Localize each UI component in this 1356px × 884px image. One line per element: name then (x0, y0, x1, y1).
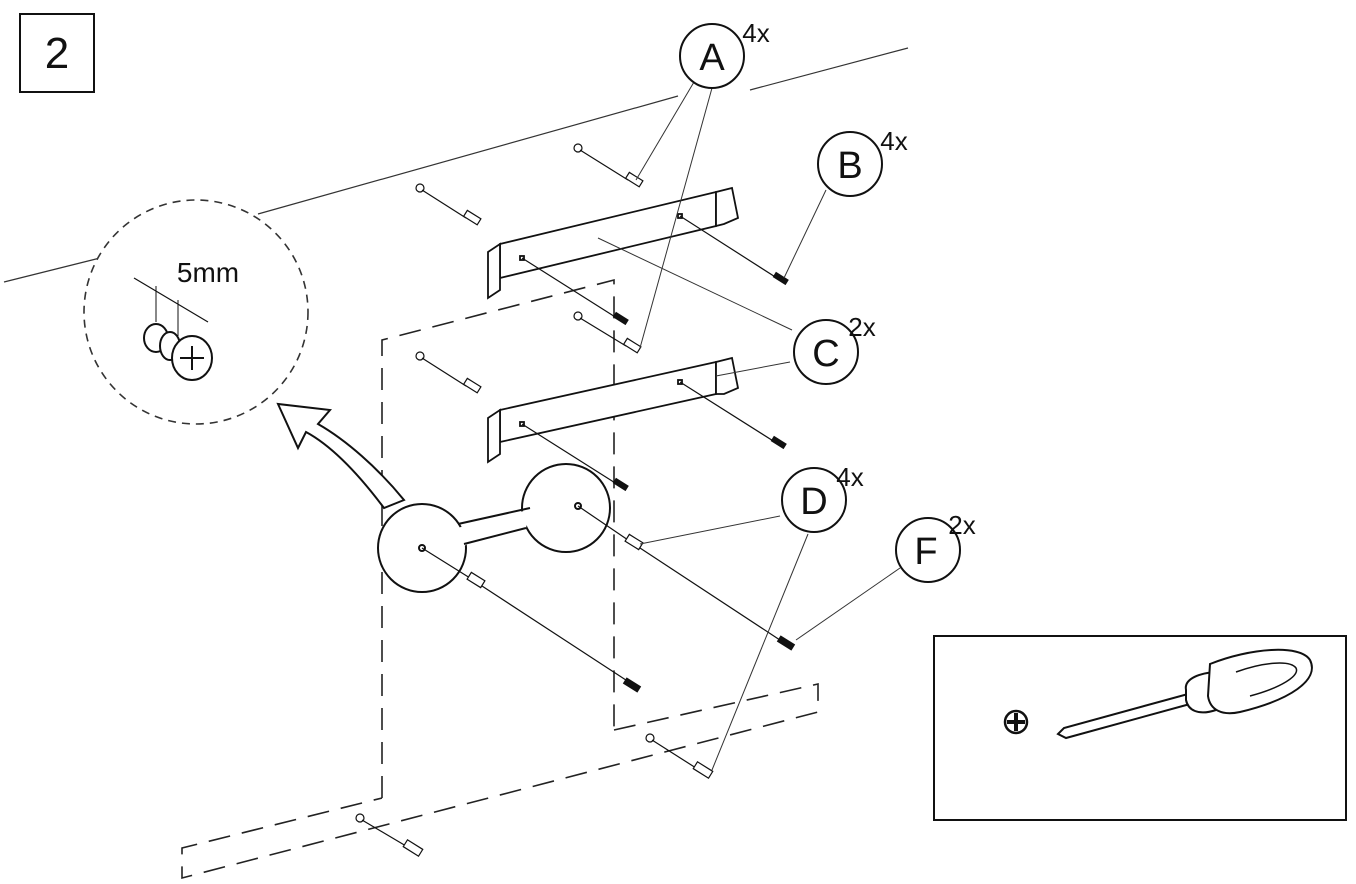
part-callout-a: A 4x (679, 18, 770, 89)
measurement-label: 5mm (177, 257, 239, 288)
screw-detail-callout: 5mm (83, 199, 309, 425)
bracket-lower (487, 356, 740, 464)
part-callout-b: B 4x (817, 126, 908, 197)
step-number: 2 (45, 29, 69, 78)
svg-text:C: C (812, 333, 839, 375)
leader-lines (597, 81, 901, 771)
svg-text:4x: 4x (880, 126, 907, 156)
part-callout-c: C 2x (793, 312, 876, 385)
part-callout-d: D 4x (781, 462, 864, 533)
phillips-symbol-icon (1003, 709, 1029, 735)
zoom-arrow-icon (276, 402, 611, 593)
svg-text:4x: 4x (742, 18, 769, 48)
svg-text:F: F (914, 531, 937, 573)
wall-line (3, 47, 909, 283)
svg-text:B: B (837, 145, 862, 187)
tool-box (933, 635, 1347, 821)
cabinet-outline (181, 278, 819, 880)
phillips-screwdriver-icon (1056, 648, 1313, 740)
bracket-upper (487, 186, 740, 300)
svg-text:2x: 2x (948, 510, 975, 540)
svg-text:D: D (800, 481, 827, 523)
svg-text:4x: 4x (836, 462, 863, 492)
screw-gap-icon (143, 323, 213, 381)
hardware (355, 143, 796, 857)
svg-text:2x: 2x (848, 312, 875, 342)
step-box: 2 (19, 13, 95, 93)
svg-text:A: A (699, 37, 725, 79)
part-callout-f: F 2x (895, 510, 976, 583)
